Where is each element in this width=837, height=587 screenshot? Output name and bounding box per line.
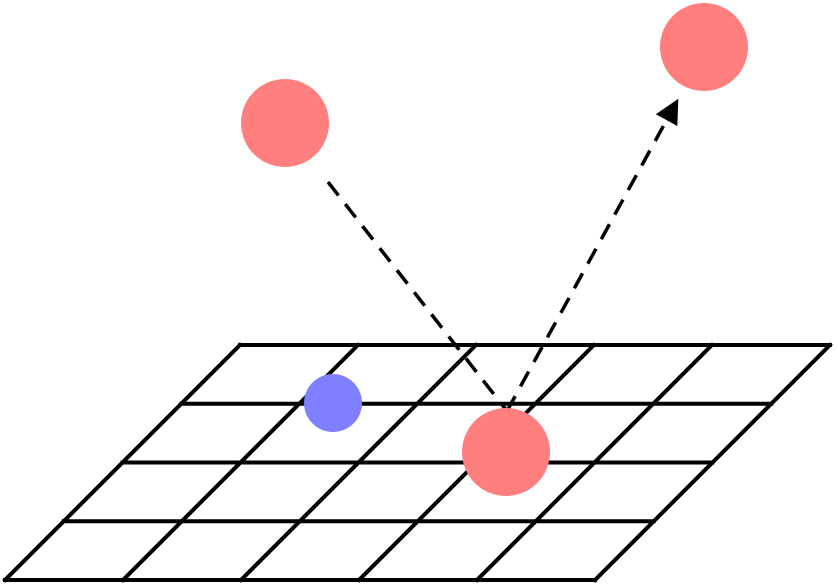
incoming-particle xyxy=(241,79,329,167)
surface-particle xyxy=(304,374,362,432)
grid-column-line xyxy=(474,342,715,583)
incoming-trajectory xyxy=(326,180,509,413)
surface-grid xyxy=(2,342,833,583)
outgoing-particle xyxy=(660,3,748,91)
impact-particle xyxy=(462,408,550,496)
grid-column-line xyxy=(2,342,243,583)
grid-column-line xyxy=(592,342,833,583)
outgoing-trajectory-arrow xyxy=(505,98,679,412)
grid-column-line xyxy=(238,342,479,583)
